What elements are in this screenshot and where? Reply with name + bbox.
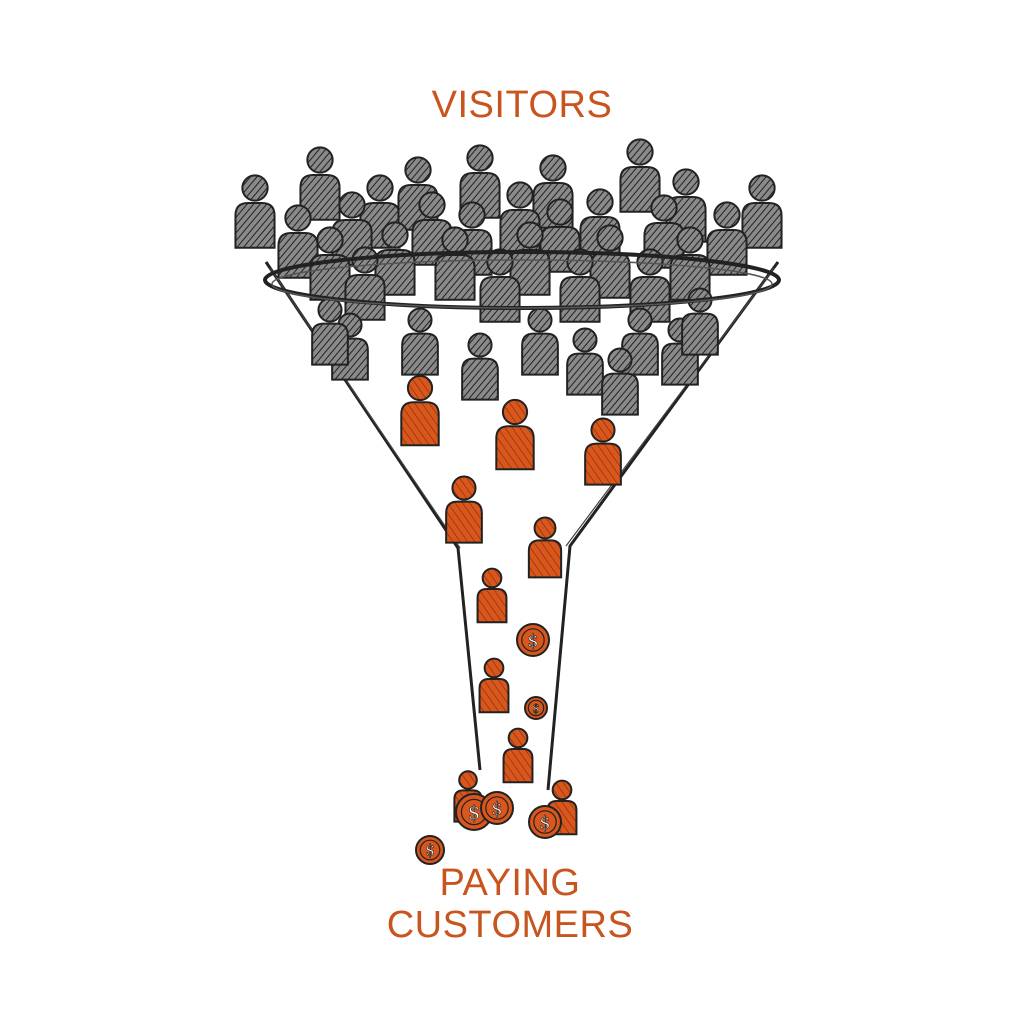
paying-customers-label-line2: CUSTOMERS [386,904,634,946]
visitors-label: VISITORS [431,84,613,126]
visitor-person-icon [619,138,661,213]
paying-customers-label: PAYING CUSTOMERS [0,862,1022,946]
visitor-person-icon [299,146,341,221]
dollar-coin-icon: $ [516,623,550,657]
visitor-person-icon [521,307,559,376]
customer-person-icon [445,475,483,544]
customer-person-icon [478,657,510,714]
customer-person-icon [584,417,622,486]
customer-person-icon [476,567,508,624]
dollar-coin-icon: $ [480,791,514,825]
visitor-person-icon [234,174,276,249]
dollar-coin-icon: $ [415,835,445,865]
visitor-person-icon [461,332,499,401]
svg-text:$: $ [527,631,538,651]
visitor-person-icon [479,248,521,323]
visitor-person-icon [374,221,416,296]
visitor-person-icon [309,226,351,301]
customer-person-icon [400,374,440,447]
paying-customers-label-line1: PAYING [439,862,581,904]
customer-person-icon [495,398,535,471]
svg-text:$: $ [468,801,481,824]
customer-person-icon [527,516,563,579]
svg-text:$: $ [532,701,540,715]
visitor-person-icon [311,297,349,366]
customer-person-icon [502,727,534,784]
svg-text:$: $ [539,813,550,833]
paying-customers [400,374,622,836]
visitor-person-icon [741,174,783,249]
visitor-person-icon [566,327,604,396]
visitor-person-icon [401,307,439,376]
dollar-coin-icon: $ [524,696,548,720]
visitor-person-icon [559,248,601,323]
dollar-coins: $ $ $ $ $ $ [415,623,562,865]
svg-text:$: $ [425,842,435,860]
svg-text:$: $ [491,799,502,819]
dollar-coin-icon: $ [528,805,562,839]
visitor-person-icon [601,347,639,416]
visitors-inside-funnel [311,287,719,416]
